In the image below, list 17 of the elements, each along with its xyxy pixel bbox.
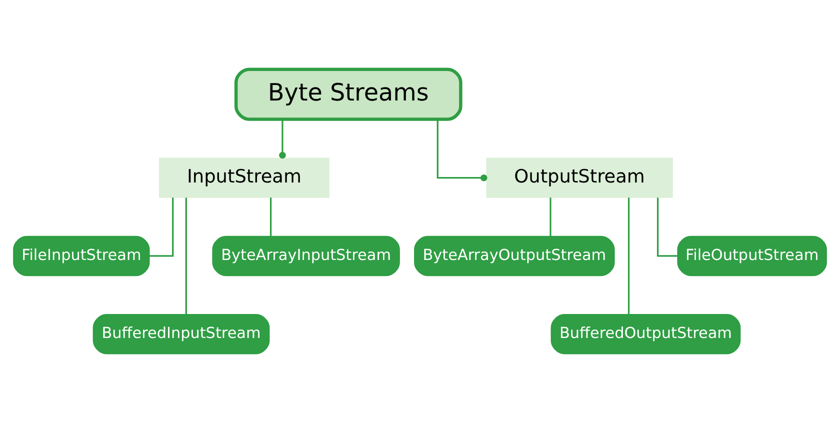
node-box: InputStream: [159, 158, 330, 198]
node-box: FileInputStream: [13, 236, 150, 276]
node-box: BufferedOutputStream: [550, 314, 741, 354]
connector: [436, 119, 488, 182]
connector: [279, 119, 286, 159]
connector: [149, 198, 174, 257]
node-box: ByteArrayOutputStream: [414, 236, 615, 276]
connector: [270, 198, 272, 236]
connector: [185, 198, 187, 314]
node-box: Byte Streams: [234, 68, 462, 121]
node-box: FileOutputStream: [677, 236, 827, 276]
node-box: OutputStream: [486, 158, 673, 198]
connector: [656, 198, 678, 257]
node-box: BufferedInputStream: [92, 314, 270, 354]
connector: [628, 198, 630, 314]
connector: [550, 198, 552, 236]
node-box: ByteArrayInputStream: [212, 236, 400, 276]
